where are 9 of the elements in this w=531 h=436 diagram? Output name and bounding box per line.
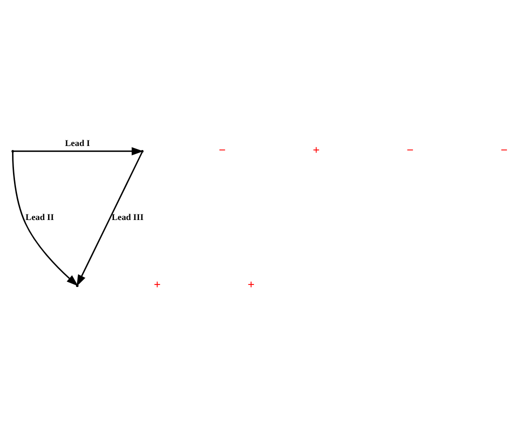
label: +	[154, 276, 161, 291]
label: +	[248, 276, 255, 291]
edge-label: Lead III	[112, 212, 144, 222]
edge-label: Lead II	[26, 212, 54, 222]
label: −	[218, 142, 226, 156]
label: +	[312, 142, 320, 156]
edge-label: Lead I	[65, 138, 90, 148]
label: −	[500, 142, 508, 156]
label: −	[406, 142, 414, 156]
